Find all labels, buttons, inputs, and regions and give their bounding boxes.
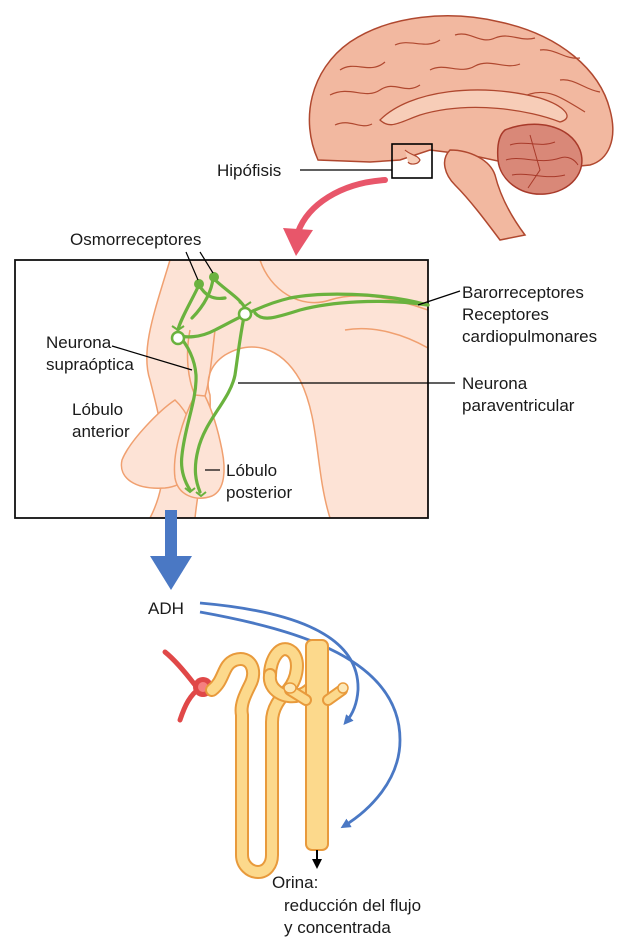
brain-illustration [300,16,613,240]
label-adh: ADH [148,599,184,618]
label-neurona-supraoptica-1: Neurona [46,333,112,352]
zoom-arrow [283,180,385,256]
label-receptores: Receptores [462,305,549,324]
collecting-duct [306,640,328,850]
release-arrow [150,510,192,590]
label-orina-1: Orina: [272,873,318,892]
label-lobulo-anterior-2: anterior [72,422,130,441]
label-orina-3: y concentrada [284,918,391,937]
label-lobulo-anterior-1: Lóbulo [72,400,123,419]
label-neurona-paraventricular-1: Neurona [462,374,528,393]
adh-target-arrows [200,603,400,826]
label-osmorreceptores: Osmorreceptores [70,230,201,249]
label-lobulo-posterior-2: posterior [226,483,292,502]
label-cardiopulmonares: cardiopulmonares [462,327,597,346]
nephron [165,640,348,872]
label-hipofisis: Hipófisis [217,161,281,180]
label-neurona-supraoptica-2: supraóptica [46,355,134,374]
label-lobulo-posterior-1: Lóbulo [226,461,277,480]
label-neurona-paraventricular-2: paraventricular [462,396,575,415]
label-orina-2: reducción del flujo [284,896,421,915]
label-barorreceptores: Barorreceptores [462,283,584,302]
